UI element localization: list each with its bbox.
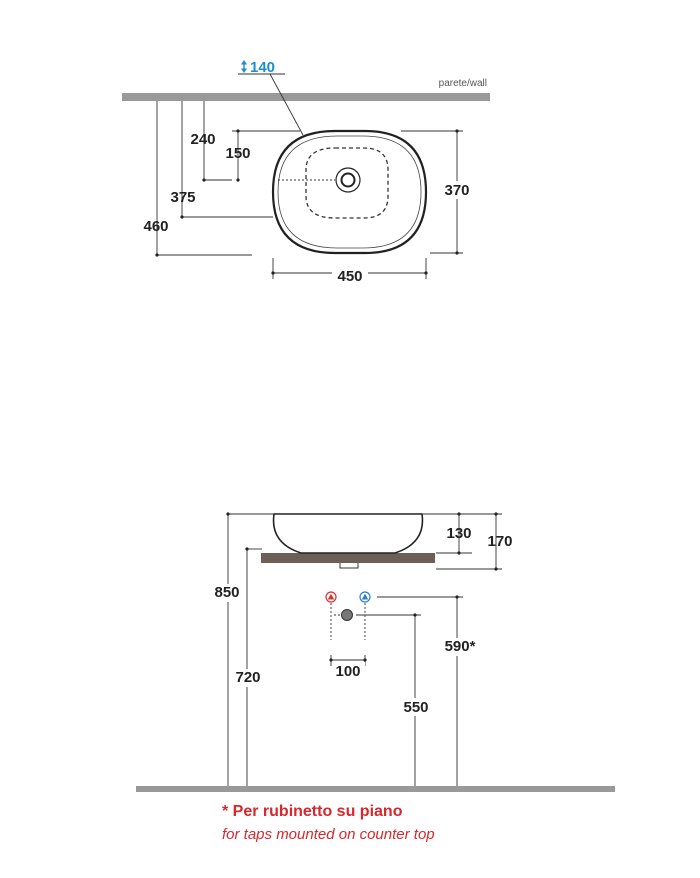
dim-100: 100: [335, 663, 360, 680]
dim-590: 590*: [445, 638, 476, 655]
drain-icon: [335, 167, 361, 193]
dim-450: 450: [337, 268, 362, 285]
dim-170: 170: [487, 533, 512, 550]
cold-water-icon: [359, 591, 371, 603]
note-title: * Per rubinetto su piano: [222, 803, 403, 820]
basin-bowl-dashed: [305, 147, 389, 219]
dim-850: 850: [214, 584, 239, 601]
floor-bar: [136, 786, 615, 792]
dim-240: 240: [190, 131, 215, 148]
wall-drain-icon: [341, 609, 353, 621]
wall-bar: [122, 93, 490, 101]
up-down-arrow-icon: [241, 60, 247, 73]
dim-550: 550: [403, 699, 428, 716]
countertop: [261, 553, 435, 563]
hot-water-icon: [325, 591, 337, 603]
plan-view: parete/wall 140 240 150: [122, 59, 490, 285]
dim-460: 460: [143, 218, 168, 235]
dim-130: 130: [446, 525, 471, 542]
note-subtitle: for taps mounted on counter top: [222, 826, 435, 843]
drain-pipe: [339, 563, 359, 569]
dim-150: 150: [225, 145, 250, 162]
dim-720: 720: [235, 669, 260, 686]
basin-outline-inner: [277, 135, 422, 249]
dim-375: 375: [170, 189, 195, 206]
elevation-view: 130 170 850 720 590*: [136, 512, 615, 792]
wall-label: parete/wall: [439, 78, 487, 89]
tap-height-label: 140: [250, 59, 275, 76]
dim-370: 370: [444, 182, 469, 199]
basin-profile: [272, 513, 424, 554]
